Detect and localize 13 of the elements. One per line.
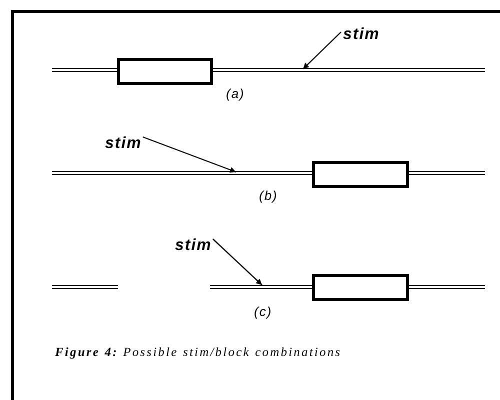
stim-label: stim bbox=[175, 237, 212, 255]
arrow bbox=[142, 136, 236, 173]
panel-label: (a) bbox=[226, 86, 245, 101]
arrow bbox=[302, 32, 342, 70]
block-box bbox=[312, 274, 409, 301]
block-box bbox=[312, 161, 409, 188]
arrow bbox=[212, 238, 262, 286]
panel-label: (b) bbox=[259, 188, 278, 203]
stim-label: stim bbox=[105, 135, 142, 153]
stim-label: stim bbox=[343, 26, 380, 44]
panel-label: (c) bbox=[254, 304, 272, 319]
block-box bbox=[117, 58, 213, 85]
figure-caption: Figure 4: Possible stim/block combinations bbox=[55, 345, 342, 360]
